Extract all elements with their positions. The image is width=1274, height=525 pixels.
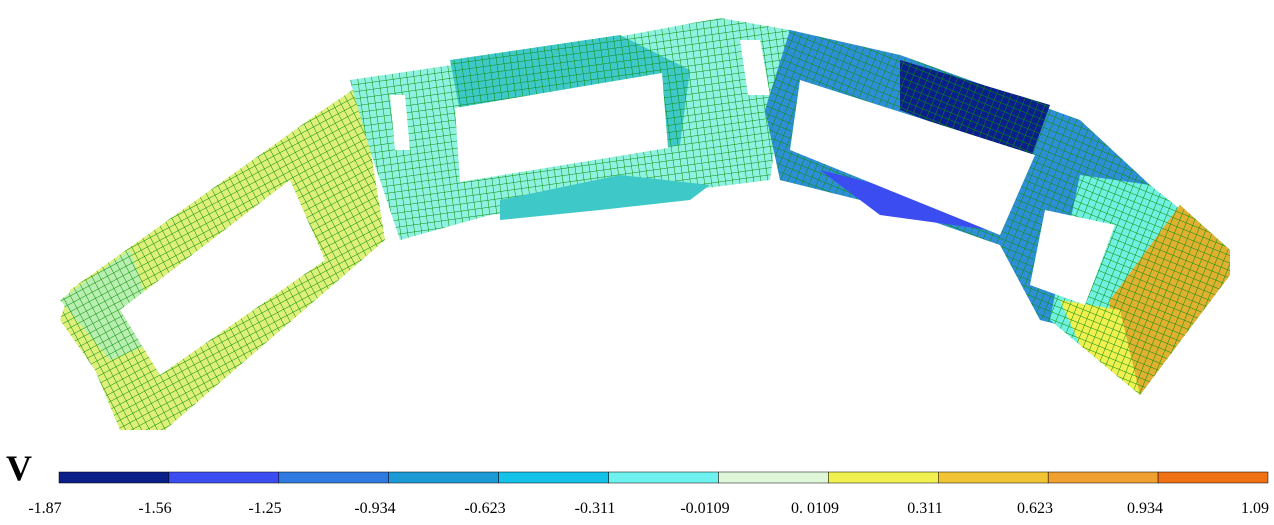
- second-segment: [350, 18, 790, 240]
- legend-tick-label: 0.934: [1127, 500, 1163, 517]
- legend-swatch: [168, 471, 280, 484]
- legend-swatch: [608, 471, 719, 484]
- variable-name: V: [6, 448, 32, 488]
- third-window: [790, 80, 1035, 235]
- legend-tick-label: -1.87: [28, 500, 62, 517]
- legend-swatch: [498, 471, 609, 484]
- left-window: [120, 180, 325, 375]
- legend-swatch: [278, 471, 389, 484]
- right-end: [1030, 175, 1230, 395]
- legend-tick-label: -1.25: [248, 500, 282, 517]
- legend-color-bar: [58, 471, 1269, 484]
- legend-tick-label: 1.09: [1241, 500, 1269, 517]
- legend-tick-label: -0.934: [354, 500, 396, 517]
- legend-swatch: [938, 471, 1049, 484]
- legend-tick-label: 0.623: [1017, 500, 1053, 517]
- second-window: [455, 73, 668, 182]
- legend-swatch: [1157, 471, 1269, 484]
- legend-tick-label: -0.311: [574, 500, 616, 517]
- legend-swatch: [718, 471, 829, 484]
- legend-tick-label: -1.56: [138, 500, 172, 517]
- legend-tick-label: 0.311: [907, 500, 943, 517]
- legend-swatch: [388, 471, 499, 484]
- legend-tick-label: 0. 0109: [791, 500, 839, 517]
- legend-swatch: [1047, 471, 1159, 484]
- right-window: [1030, 210, 1115, 305]
- left-segment: [60, 85, 385, 430]
- legend-swatch: [58, 471, 170, 484]
- legend-tick-label: -0.623: [464, 500, 506, 517]
- legend-swatch: [828, 471, 939, 484]
- legend-tick-label: -0.0109: [680, 500, 730, 517]
